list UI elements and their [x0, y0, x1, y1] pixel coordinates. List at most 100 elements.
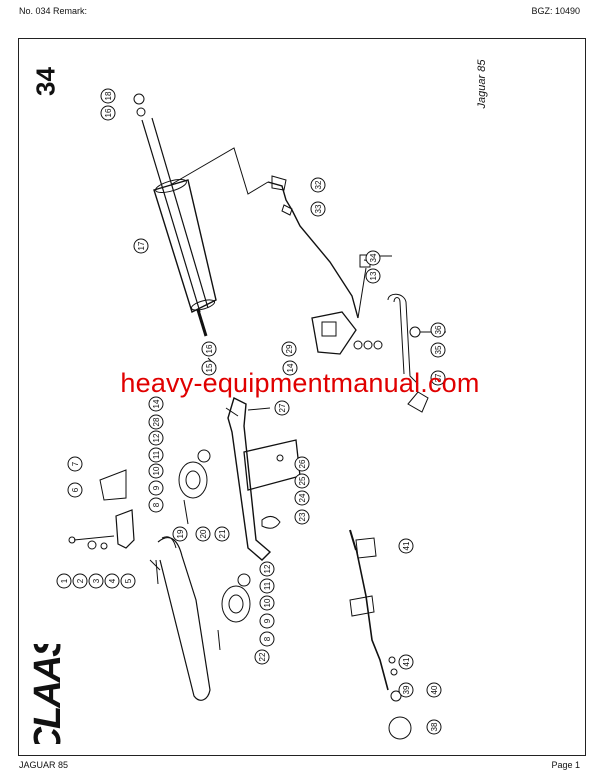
- callout-number: 28: [152, 417, 161, 426]
- callout-number: 14: [286, 363, 295, 372]
- callout-number: 35: [434, 345, 443, 354]
- callout-bubble: [120, 573, 136, 589]
- callout-bubble: [148, 414, 164, 430]
- callout-number: 24: [298, 493, 307, 502]
- callout-bubble: [201, 341, 217, 357]
- header-document-info: No. 034 Remark:: [19, 6, 88, 16]
- callout-bubble: [259, 595, 275, 611]
- callout-number: 10: [263, 598, 272, 607]
- callout-number: 20: [199, 529, 208, 538]
- callout-number: 14: [152, 399, 161, 408]
- footer-page: Page 1: [551, 760, 580, 770]
- callout-bubble: [148, 430, 164, 446]
- callout-bubble: [148, 463, 164, 479]
- callout-number: 13: [369, 271, 378, 280]
- callout-bubble: [148, 480, 164, 496]
- callout-bubble: [398, 682, 414, 698]
- callout-number: 32: [314, 180, 323, 189]
- callout-number: 40: [430, 685, 439, 694]
- callout-bubble: [148, 396, 164, 412]
- callout-bubble: [398, 538, 414, 554]
- callout-number: 16: [104, 108, 113, 117]
- callout-bubble: [365, 268, 381, 284]
- callout-number: 36: [434, 325, 443, 334]
- callout-bubble: [294, 473, 310, 489]
- page-number: 34: [30, 67, 61, 96]
- callout-bubble: [294, 490, 310, 506]
- callout-number: 15: [205, 363, 214, 372]
- callout-bubble: [274, 400, 290, 416]
- pulley-lower: [221, 573, 251, 623]
- callout-bubble: [430, 322, 446, 338]
- callout-number: 8: [152, 502, 161, 507]
- callout-bubble: [195, 526, 211, 542]
- callout-number: 5: [124, 578, 133, 583]
- callout-number: 25: [298, 476, 307, 485]
- callout-bubble: [398, 654, 414, 670]
- callout-number: 2: [76, 578, 85, 583]
- callout-bubble: [430, 370, 446, 386]
- callout-number: 11: [152, 450, 161, 459]
- callout-bubble: [148, 497, 164, 513]
- callout-number: 6: [71, 487, 80, 492]
- callout-number: 9: [263, 618, 272, 623]
- callout-bubble: [426, 719, 442, 735]
- callout-number: 3: [92, 578, 101, 583]
- callout-bubble: [148, 447, 164, 463]
- callout-number: 4: [108, 578, 117, 583]
- callout-bubble: [67, 456, 83, 472]
- callout-bubble: [201, 360, 217, 376]
- callout-number: 9: [152, 485, 161, 490]
- header-bgz-number: BGZ: 10490: [531, 6, 580, 16]
- callout-number: 19: [176, 529, 185, 538]
- callout-bubble: [259, 613, 275, 629]
- callout-bubble: [426, 682, 442, 698]
- callout-number: 12: [152, 433, 161, 442]
- pulley-upper: [178, 449, 211, 499]
- valve-block: [311, 254, 429, 413]
- callout-number: 39: [402, 685, 411, 694]
- footer-model: JAGUAR 85: [19, 760, 69, 770]
- callout-bubble: [133, 238, 149, 254]
- hydraulic-cylinder: [133, 93, 217, 337]
- callout-number: 33: [314, 204, 323, 213]
- callout-bubble: [72, 573, 88, 589]
- callout-number: 37: [434, 373, 443, 382]
- callout-number: 18: [104, 91, 113, 100]
- callout-number: 38: [430, 722, 439, 731]
- callout-bubble: [365, 250, 381, 266]
- callout-number: 27: [278, 403, 287, 412]
- callout-bubble: [254, 649, 270, 665]
- callout-bubble: [100, 105, 116, 121]
- callout-bubble: [172, 526, 188, 542]
- hydraulic-hose: [171, 147, 359, 319]
- callout-bubble: [282, 360, 298, 376]
- callout-bubble: [67, 482, 83, 498]
- callout-bubble: [214, 526, 230, 542]
- callout-number: 21: [218, 529, 227, 538]
- callout-bubble: [104, 573, 120, 589]
- small-bracket: [68, 469, 135, 550]
- callout-bubble: [56, 573, 72, 589]
- drawing-frame: [18, 38, 586, 756]
- model-label: Jaguar 85: [476, 59, 488, 109]
- callout-bubble: [310, 201, 326, 217]
- callout-bubble: [259, 578, 275, 594]
- callout-bubble: [281, 341, 297, 357]
- callout-number: 17: [137, 241, 146, 250]
- cable-loop: [149, 536, 211, 701]
- callout-number: 34: [369, 253, 378, 262]
- callout-number: 41: [402, 541, 411, 550]
- shift-rod: [349, 529, 412, 740]
- callout-bubble: [430, 342, 446, 358]
- callout-number: 11: [263, 581, 272, 590]
- callout-number: 41: [402, 657, 411, 666]
- callout-number: 12: [263, 564, 272, 573]
- callout-number: 29: [285, 344, 294, 353]
- callout-bubble: [100, 88, 116, 104]
- callout-number: 16: [205, 344, 214, 353]
- callout-number: 1: [60, 578, 69, 583]
- callout-number: 23: [298, 512, 307, 521]
- callout-bubble: [259, 631, 275, 647]
